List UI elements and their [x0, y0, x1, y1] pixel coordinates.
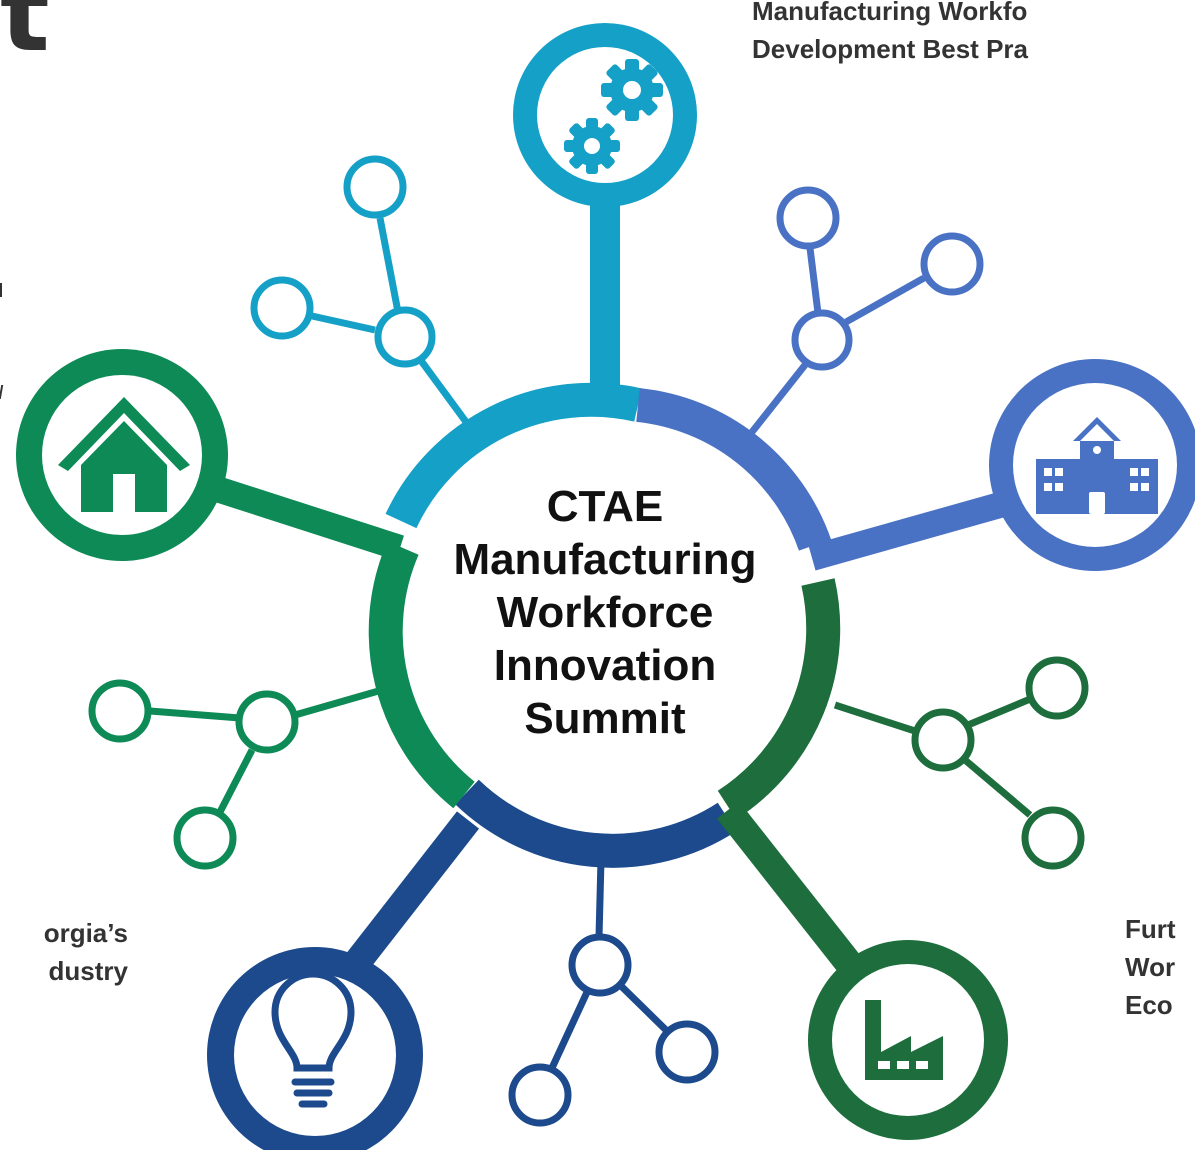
label-line: orgia’s — [43, 918, 128, 948]
house-icon — [58, 397, 190, 512]
center-ring — [368, 382, 841, 868]
network-node — [776, 186, 840, 250]
network-node — [374, 306, 436, 368]
spoke-dark-green — [717, 801, 869, 984]
network-green — [88, 679, 383, 870]
lightbulb-hub — [207, 947, 423, 1150]
ring-arc-navy — [455, 779, 737, 868]
network-link — [749, 362, 808, 435]
label-bottom-right: Furt Wor Eco — [1125, 910, 1176, 1024]
spoke-navy — [343, 811, 480, 974]
network-node — [235, 690, 299, 754]
network-navy — [508, 859, 719, 1127]
network-periwinkle — [749, 186, 984, 435]
spoke-green — [216, 477, 404, 561]
center-disk — [412, 437, 798, 823]
summit-title-line: Manufacturing — [453, 535, 757, 584]
network-link — [844, 274, 926, 326]
label-line: Manufacturing Workfo — [752, 0, 1028, 26]
network-node — [920, 232, 984, 296]
network-node — [173, 806, 237, 870]
network-link — [962, 757, 1033, 818]
network-node — [568, 933, 632, 997]
network-link — [806, 247, 822, 314]
ring-arc-dark-green — [717, 578, 841, 820]
corner-letter: t — [0, 0, 50, 75]
network-teal — [250, 155, 475, 433]
network-link — [311, 312, 376, 334]
label-line: Wor — [1125, 952, 1176, 982]
network-link — [419, 359, 475, 433]
network-link — [216, 748, 256, 814]
network-link — [595, 859, 605, 938]
school-hub — [989, 359, 1195, 571]
ring-arc-periwinkle — [636, 388, 832, 551]
label-line: Eco — [1125, 990, 1173, 1020]
school-building-icon — [1036, 417, 1158, 514]
summit-title-line: Summit — [524, 694, 686, 743]
ring-arc-green — [368, 541, 475, 809]
lightbulb-icon — [271, 970, 355, 1108]
network-link — [294, 686, 383, 719]
network-node — [655, 1020, 719, 1084]
label-bottom-left: orgia’s dustry — [0, 914, 128, 990]
spoke-periwinkle — [808, 492, 1004, 571]
label-line: dustry — [48, 956, 128, 986]
network-node — [1025, 656, 1089, 720]
network-link — [833, 701, 920, 736]
factory-hub — [808, 940, 1008, 1140]
edge-mark — [0, 283, 2, 297]
summit-title: CTAE Manufacturing Workforce Innovation … — [405, 480, 805, 745]
label-line: Development Best Pra — [752, 34, 1028, 64]
label-line: Furt — [1125, 914, 1176, 944]
summit-title-line: CTAE — [546, 482, 664, 531]
factory-icon — [865, 1000, 943, 1080]
label-top-right: Manufacturing Workfo Development Best Pr… — [752, 0, 1028, 68]
network-node — [250, 276, 314, 340]
summit-title-line: Innovation — [493, 641, 717, 690]
gears-icon — [564, 59, 663, 174]
network-node — [88, 679, 152, 743]
network-node — [911, 708, 975, 772]
summit-title-line: Workforce — [496, 588, 714, 637]
network-link — [149, 707, 241, 722]
network-link — [615, 980, 671, 1035]
network-node — [508, 1063, 572, 1127]
network-link — [548, 988, 592, 1070]
house-hub — [16, 349, 228, 561]
network-node — [791, 309, 853, 371]
gears-hub — [513, 23, 697, 207]
network-node — [343, 155, 407, 219]
network-link — [966, 693, 1037, 729]
network-link — [376, 217, 402, 313]
ring-arc-teal — [385, 382, 642, 529]
network-node — [1021, 806, 1085, 870]
network-dark-green — [833, 656, 1089, 870]
